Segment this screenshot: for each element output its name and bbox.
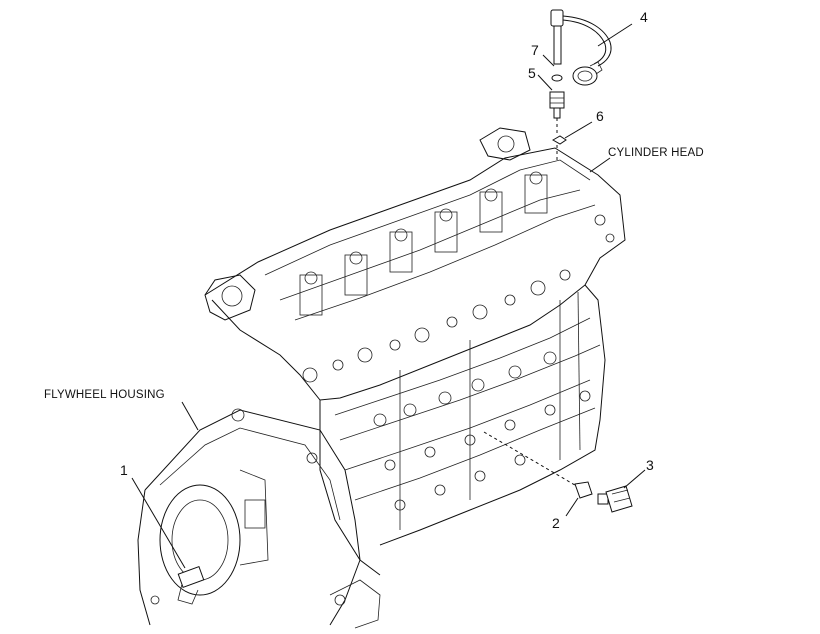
- head-bolt-holes: [302, 214, 615, 383]
- text-labels: CYLINDER HEAD FLYWHEEL HOUSING: [44, 147, 704, 401]
- sensor-harness-assembly: [549, 9, 612, 160]
- flywheel-housing-label: FLYWHEEL HOUSING: [44, 389, 165, 401]
- engine-block: [204, 127, 626, 576]
- callout-1: 1: [120, 462, 128, 478]
- flywheel-housing: [137, 408, 381, 629]
- cylinder-head-label: CYLINDER HEAD: [608, 147, 704, 159]
- block-sensor-assembly: [483, 431, 633, 513]
- callout-6: 6: [596, 108, 604, 124]
- rocker-towers: [299, 171, 548, 316]
- callout-4: 4: [640, 9, 648, 25]
- block-bolt-holes: [373, 351, 591, 511]
- leader-lines: [131, 23, 646, 569]
- callout-2: 2: [552, 515, 560, 531]
- callout-3: 3: [646, 457, 654, 473]
- callout-numbers: 1 2 3 4 5 6 7: [120, 9, 654, 531]
- callout-5: 5: [528, 65, 536, 81]
- callout-7: 7: [531, 42, 539, 58]
